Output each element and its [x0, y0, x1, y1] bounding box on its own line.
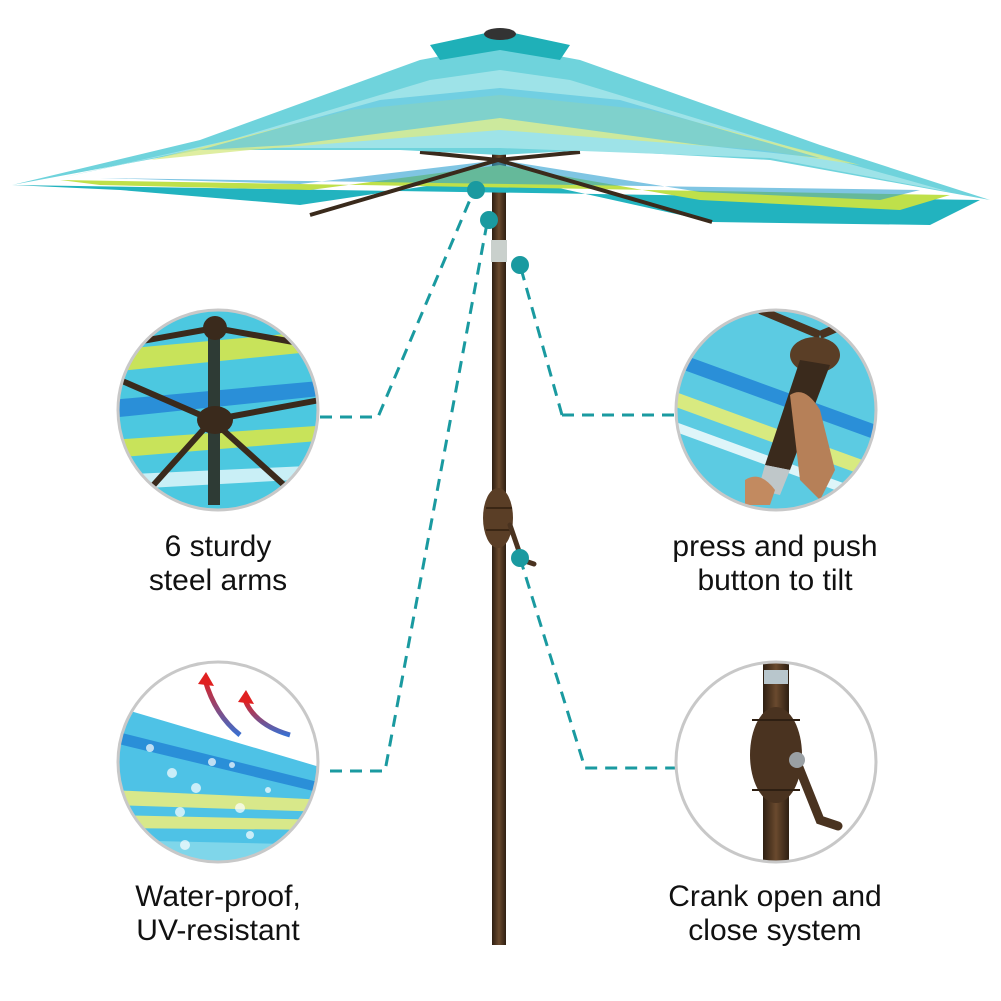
- caption-line: Water-proof,: [135, 880, 301, 913]
- connector-dots: [467, 181, 529, 567]
- caption-line: close system: [688, 914, 862, 947]
- crank-closeup: [674, 660, 878, 864]
- caption-line: UV-resistant: [136, 914, 300, 947]
- caption-line: press and push: [672, 530, 878, 563]
- feature-caption-arms: 6 sturdy steel arms: [88, 530, 348, 598]
- caption-line: Crank open and: [668, 880, 882, 913]
- umbrella-canopy: [12, 28, 990, 225]
- feature-caption-crank: Crank open and close system: [645, 880, 905, 948]
- connector-lines: [320, 194, 675, 773]
- waterproof-fabric-closeup: [116, 660, 320, 864]
- steel-arms-closeup: [116, 308, 320, 512]
- feature-caption-waterproof: Water-proof, UV-resistant: [88, 880, 348, 948]
- caption-line: button to tilt: [697, 564, 853, 597]
- feature-caption-tilt: press and push button to tilt: [645, 530, 905, 598]
- caption-line: 6 sturdy: [164, 530, 272, 563]
- umbrella-pole: [483, 150, 537, 945]
- tilt-button-closeup: [674, 308, 878, 512]
- caption-line: steel arms: [148, 564, 288, 597]
